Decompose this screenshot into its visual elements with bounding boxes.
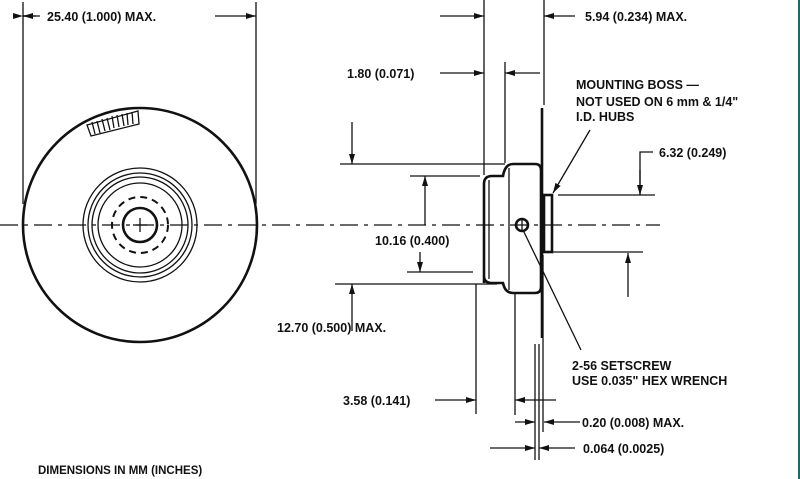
setscrew-note: 2-56 SETSCREW USE 0.035" HEX WRENCH [572,359,727,388]
hub-diameter-max-label: 12.70 (0.500) MAX. [277,321,386,335]
hub-length-label: 3.58 (0.141) [343,394,410,408]
svg-text:MOUNTING BOSS —: MOUNTING BOSS — [576,78,699,92]
svg-text:USE 0.035" HEX WRENCH: USE 0.035" HEX WRENCH [572,374,727,388]
boss-diameter-label: 6.32 (0.249) [659,146,726,160]
track-marks [86,110,140,137]
units-note: DIMENSIONS IN MM (INCHES) [38,465,202,477]
side-view: 5.94 (0.234) MAX. 1.80 (0.071) 12.70 (0.… [272,0,738,460]
flange-offset-label: 1.80 (0.071) [347,67,414,81]
disk-thickness-label: 0.064 (0.0025) [583,442,664,456]
svg-text:I.D. HUBS: I.D. HUBS [576,110,634,124]
mounting-boss-note: MOUNTING BOSS — NOT USED ON 6 mm & 1/4" … [576,78,738,124]
svg-text:2-56 SETSCREW: 2-56 SETSCREW [572,359,672,373]
hub-diameter-label: 10.16 (0.400) [375,234,449,248]
svg-text:NOT USED ON 6 mm & 1/4": NOT USED ON 6 mm & 1/4" [576,95,738,109]
mounting-boss [542,193,554,254]
front-view: 25.40 (1.000) MAX. [0,2,272,344]
overall-diameter-label: 25.40 (1.000) MAX. [47,10,156,24]
disk-outline [21,106,259,344]
hub [482,162,543,295]
bore [121,206,159,244]
hidden-bore [111,196,169,254]
overall-width-label: 5.94 (0.234) MAX. [585,10,687,24]
disk-runout-label: 0.20 (0.008) MAX. [582,416,684,430]
